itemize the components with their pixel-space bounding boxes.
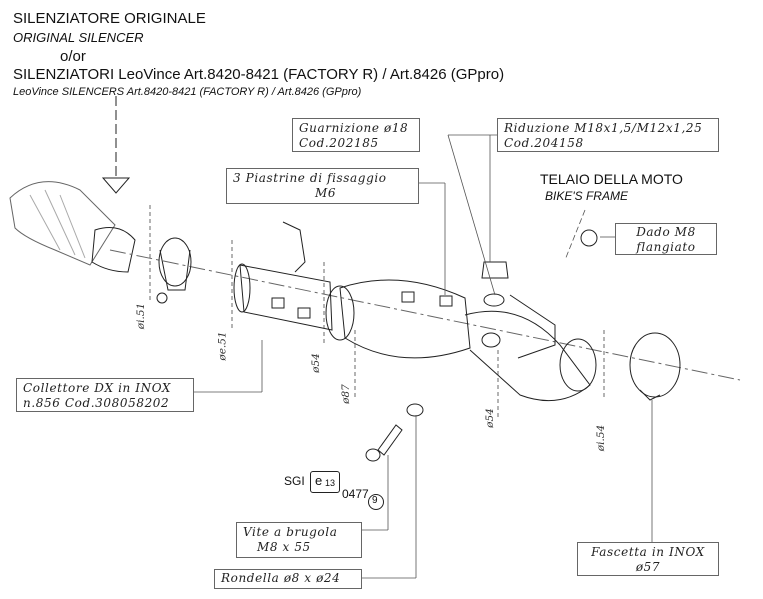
outlet-pipe [464,310,591,402]
catalyst-front [325,285,355,341]
homologation-number: 0477 [342,487,369,501]
callout-manifold: Collettore DX in INOX n.856 Cod.30805820… [16,378,194,412]
flange-nut [580,229,598,247]
collector-end [91,227,136,273]
silencer-arrow-head [101,177,131,194]
catalyst-plate [401,291,415,303]
gasket [483,293,505,307]
clamp-label: Fascetta in INOX [591,545,705,559]
small-clamp-bolt [156,292,168,304]
screw-label: Vite a brugola [243,525,338,539]
callout-clamp: Fascetta in INOX ø57 [577,542,719,576]
assembly-axis [109,249,741,381]
callout-reducer: Riduzione M18x1,5/M12x1,25 Cod.204158 [497,118,719,152]
small-clamp [158,237,192,287]
leader-gasket [447,134,496,296]
link-pipe-inlet [233,263,251,313]
screw-size: M8 x 55 [257,540,311,554]
nut-label: Dado M8 [636,225,696,239]
frame-label: TELAIO DELLA MOTO [540,171,683,187]
title-original-silencer: SILENZIATORE ORIGINALE [13,10,206,27]
manifold-label: Collettore DX in INOX [23,381,172,395]
dim-label-3: ø54 [309,353,322,373]
mount-plate-2 [271,297,285,309]
nut-type: flangiato [636,240,696,254]
callout-washer: Rondella ø8 x ø24 [214,569,362,589]
catalyst-plate-2 [439,295,453,307]
plates-label: 3 Piastrine di fissaggio [233,171,387,185]
dim-label-1: øi.51 [135,302,148,330]
callout-screw: Vite a brugola M8 x 55 [236,522,362,558]
dim-label-4: ø87 [339,384,352,404]
collector-pipe [9,181,116,266]
callout-plates: 3 Piastrine di fissaggio M6 [226,168,419,204]
gasket-label: Guarnizione ø18 [299,121,409,135]
lambda-boss [481,332,501,348]
mount-plate-3 [297,307,311,319]
collector-pipe-hatch [29,189,86,259]
homologation-circle-label: 9 [372,495,378,506]
reducer-code: Cod.204158 [504,136,584,150]
homologation-mark: e [315,473,323,488]
mount-plate-1 [282,221,306,273]
dim-label-2: øe.51 [216,331,229,361]
manifold-code: n.856 Cod.308058202 [23,396,170,410]
link-pipe [239,264,333,331]
callout-gasket: Guarnizione ø18 Cod.202185 [292,118,420,152]
catalyst-body [339,279,471,359]
washer-label: Rondella ø8 x ø24 [221,571,341,585]
small-clamp-body [159,249,191,291]
homologation-circle: 9 [368,494,384,510]
title-or: o/or [60,48,86,65]
outlet-bracket [509,294,556,359]
washer [406,403,424,417]
clamp-size: ø57 [635,560,661,574]
big-clamp-tab [639,389,661,401]
dim-label-5: ø54 [483,408,496,428]
allen-screw [377,424,403,456]
reducer [481,261,509,279]
reducer-label: Riduzione M18x1,5/M12x1,25 [504,121,703,135]
homologation-mark-sub: 13 [325,478,336,488]
gasket-code: Cod.202185 [299,136,379,150]
homologation-e-mark: e 13 [310,471,340,493]
outlet-pipe-end [559,338,597,392]
plates-size: M6 [315,186,337,200]
title-leovince-silencers: SILENZIATORI LeoVince Art.8420-8421 (FAC… [13,66,505,83]
frame-label-en: BIKE'S FRAME [545,189,628,203]
callout-nut: Dado M8 flangiato [615,223,717,255]
big-clamp [629,332,681,398]
dim-label-6: øi.54 [595,424,608,452]
title-original-silencer-en: ORIGINAL SILENCER [13,30,144,45]
title-leovince-silencers-en: LeoVince SILENCERS Art.8420-8421 (FACTOR… [13,86,362,98]
homologation-prefix: SGI [284,474,305,488]
allen-screw-head [365,448,381,462]
